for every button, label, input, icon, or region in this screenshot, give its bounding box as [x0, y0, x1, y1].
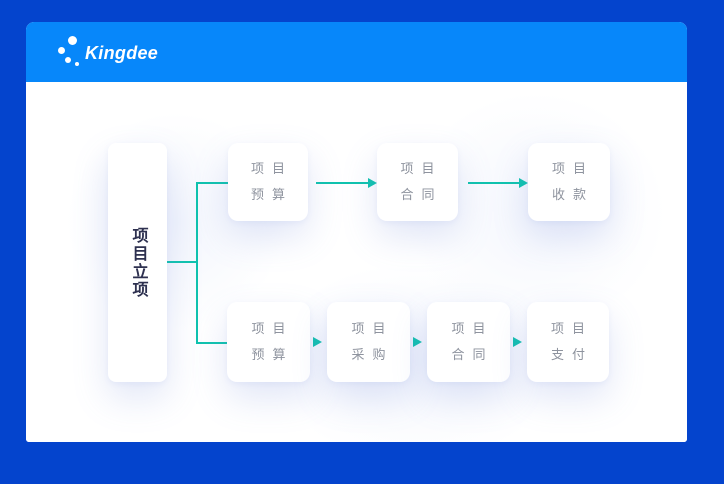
kingdee-wordmark: Kingdee: [85, 43, 159, 63]
flow-node-label: 预算: [251, 347, 294, 362]
connector-line: [167, 261, 197, 263]
triangle-arrow-icon: [413, 337, 422, 347]
flow-node-project-procurement: 项目 采购: [327, 302, 410, 382]
flow-node-project-payment: 项目 支付: [527, 302, 609, 382]
kingdee-logo-dot-icon: [65, 57, 71, 63]
background-glow: [266, 262, 566, 442]
flow-node-label: 项目: [451, 321, 494, 336]
flow-node-project-contract-top: 项目 合同: [377, 143, 458, 221]
connector-line: [196, 342, 227, 344]
arrow-line: [316, 182, 369, 184]
flow-node-label: 项目: [400, 161, 443, 176]
content-card: Kingdee 项目立项 项目 预算 项目 合同 项目: [26, 22, 687, 442]
flow-node-label: 合同: [400, 187, 443, 202]
flow-node-project-budget-top: 项目 预算: [228, 143, 308, 221]
flow-node-project-initiation: 项目立项: [108, 143, 167, 382]
flow-node-label: 项目立项: [129, 226, 147, 299]
flow-node-label: 项目: [351, 321, 394, 336]
flow-node-label: 项目: [550, 321, 593, 336]
kingdee-logo-dot-icon: [58, 47, 65, 54]
triangle-arrow-icon: [313, 337, 322, 347]
triangle-arrow-icon: [513, 337, 522, 347]
arrow-head-icon: [519, 178, 528, 188]
flow-node-project-budget-bottom: 项目 预算: [227, 302, 310, 382]
connector-line: [196, 182, 198, 344]
flow-node-label: 项目: [551, 161, 594, 176]
flow-node-label: 采购: [351, 347, 394, 362]
flow-node-project-collection: 项目 收款: [528, 143, 610, 221]
connector-line: [196, 182, 228, 184]
header-bar: Kingdee: [26, 22, 687, 82]
arrow-head-icon: [368, 178, 377, 188]
flow-canvas: 项目立项 项目 预算 项目 合同 项目 收款 项目 预算 项目 采购 项目 合同: [26, 82, 687, 442]
arrow-line: [468, 182, 520, 184]
flow-node-label: 合同: [451, 347, 494, 362]
flow-node-label: 项目: [250, 161, 293, 176]
kingdee-logo: Kingdee: [26, 22, 216, 82]
kingdee-logo-dot-icon: [75, 62, 79, 66]
flow-node-label: 收款: [551, 187, 594, 202]
flow-node-label: 预算: [250, 187, 293, 202]
flow-node-label: 支付: [550, 347, 593, 362]
flow-node-label: 项目: [251, 321, 294, 336]
kingdee-logo-dot-icon: [68, 36, 77, 45]
flow-node-project-contract-bottom: 项目 合同: [427, 302, 510, 382]
